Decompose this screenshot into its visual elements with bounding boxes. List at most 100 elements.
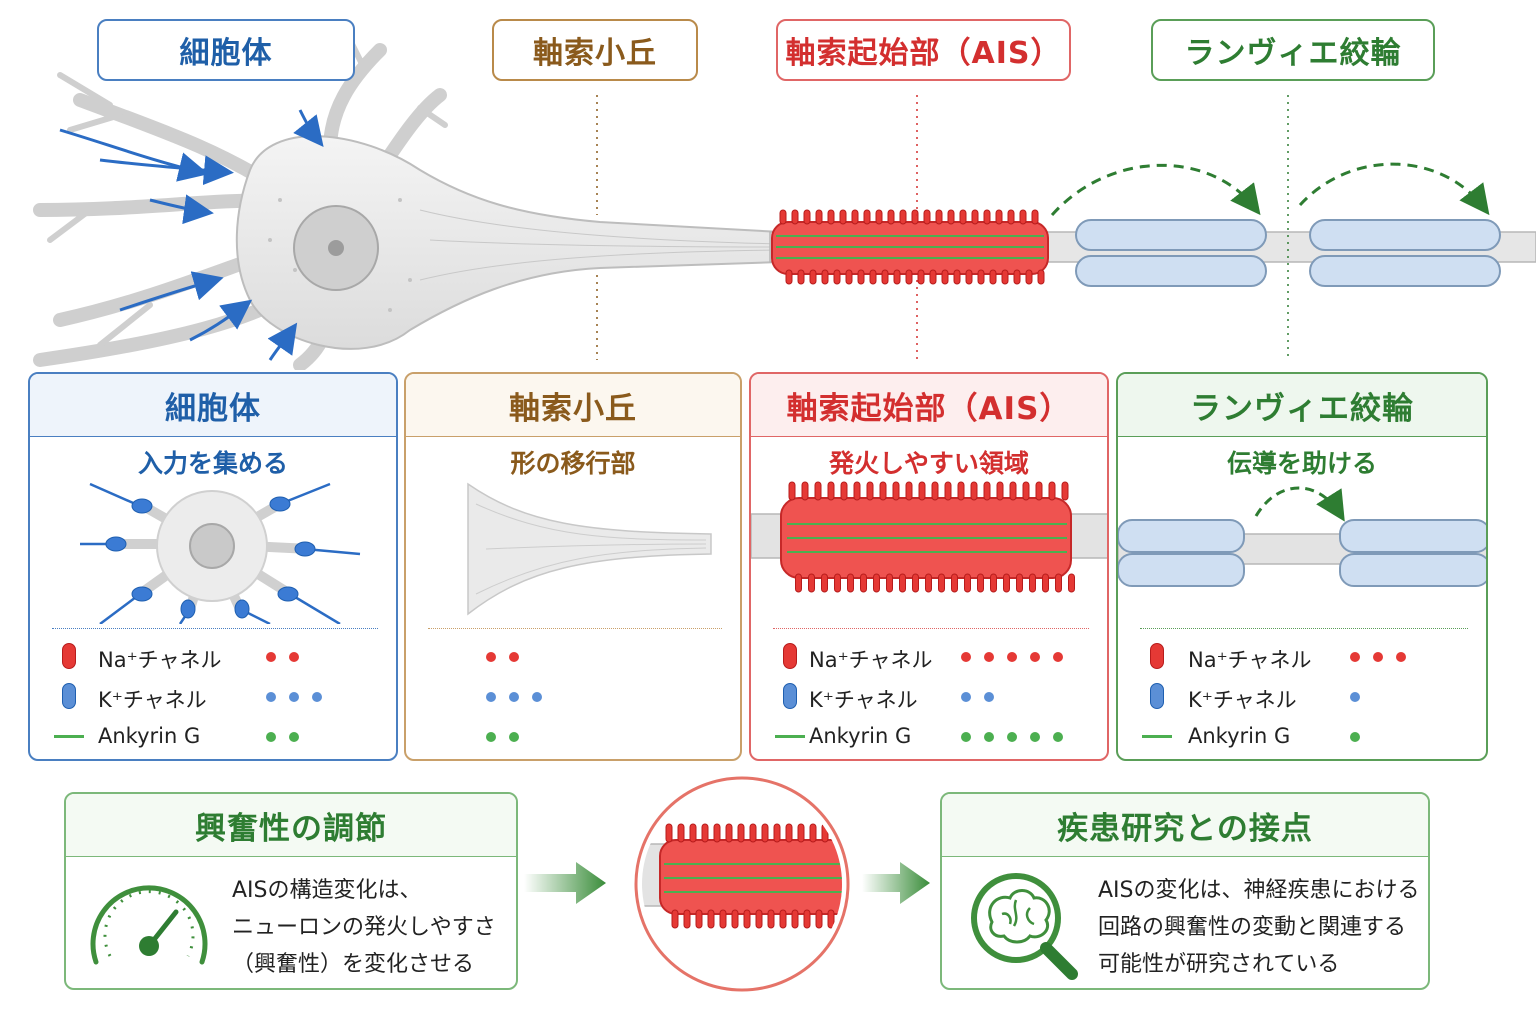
na-channel-mark xyxy=(852,910,858,928)
na-channel-mark xyxy=(879,481,887,501)
na-channel-mark xyxy=(983,481,991,501)
na-channel-mark xyxy=(737,823,745,843)
density-dot xyxy=(289,652,299,662)
na-channel-mark xyxy=(1055,573,1062,593)
na-channel-mark xyxy=(938,573,945,593)
na-channel-mark xyxy=(905,269,913,285)
na-channel-mark xyxy=(970,481,978,501)
na-channel-mark xyxy=(845,269,853,285)
label-axon-hillock: 軸索小丘 xyxy=(492,19,698,81)
density-dot xyxy=(1030,732,1040,742)
legend-label: Na⁺チャネル xyxy=(809,648,933,672)
na-channel-mark xyxy=(803,909,811,929)
body-line: AISの変化は、神経疾患における xyxy=(1098,878,1420,903)
na-channel-mark xyxy=(886,573,893,593)
legend-k: K⁺チャネル xyxy=(1118,682,1486,712)
na-channel-mark xyxy=(809,269,817,285)
na-channel-mark xyxy=(899,209,907,225)
legend-label: Na⁺チャネル xyxy=(98,648,222,672)
ankyrin-line-icon xyxy=(54,735,84,738)
na-channel-mark xyxy=(860,573,867,593)
legend-label: Ankyrin G xyxy=(98,724,201,748)
na-channel-mark xyxy=(953,269,961,285)
na-channel-mark xyxy=(996,481,1004,501)
na-channel-mark xyxy=(893,269,901,285)
neuron-illustration xyxy=(33,37,1536,370)
label-ais: 軸索起始部（AIS） xyxy=(776,19,1071,81)
gauge-icon xyxy=(90,885,208,965)
na-channel-mark xyxy=(881,269,889,285)
na-channel-mark xyxy=(677,823,685,843)
density-dot xyxy=(289,692,299,702)
legend-ankyrin: Ankyrin G xyxy=(751,722,1107,752)
legend-ankyrin: Ankyrin G xyxy=(1118,722,1486,752)
na-channel-mark xyxy=(947,209,955,225)
density-dot xyxy=(1053,732,1063,742)
na-channel-mark xyxy=(785,269,793,285)
na-channel-mark xyxy=(1019,209,1027,225)
na-channel-mark xyxy=(977,269,985,285)
na-channel-mark xyxy=(1035,481,1043,501)
body-line: （興奮性）を変化させる xyxy=(232,952,475,977)
na-channel-mark xyxy=(827,909,835,929)
na-channel-mark xyxy=(847,573,854,593)
body-line: 回路の興奮性の変動と関連する xyxy=(1098,915,1407,940)
label-soma: 細胞体 xyxy=(97,19,355,81)
na-channel-mark xyxy=(719,909,727,929)
density-dot xyxy=(509,692,519,702)
na-channel-mark xyxy=(827,481,835,501)
na-channel-mark xyxy=(833,269,841,285)
na-channel-mark xyxy=(887,209,895,225)
panel-title: 軸索小丘 xyxy=(406,374,740,437)
arrow-right-icon xyxy=(862,862,930,904)
na-channel-mark xyxy=(951,573,958,593)
density-dot xyxy=(509,732,519,742)
na-channel-mark xyxy=(941,269,949,285)
na-channel-mark xyxy=(851,209,859,225)
na-channel-mark xyxy=(821,269,829,285)
na-channel-mark xyxy=(809,823,817,843)
na-channel-mark xyxy=(1001,269,1009,285)
ankyrin-line-icon xyxy=(1142,735,1172,738)
na-channel-mark xyxy=(795,573,802,593)
legend-label: Ankyrin G xyxy=(1188,724,1291,748)
na-channel-mark xyxy=(935,209,943,225)
density-dot xyxy=(1396,652,1406,662)
na-channel-mark xyxy=(1042,573,1049,593)
na-channel-mark xyxy=(905,481,913,501)
na-channel-mark xyxy=(1061,481,1069,501)
na-channel-mark xyxy=(797,269,805,285)
k-channel-icon xyxy=(783,683,797,709)
na-channel-mark xyxy=(791,909,799,929)
na-channel-mark xyxy=(827,209,835,225)
na-channel-mark xyxy=(1022,481,1030,501)
legend-k: K⁺チャネル xyxy=(751,682,1107,712)
legend-ankyrin: Ankyrin G xyxy=(30,722,396,752)
na-channel-mark xyxy=(866,481,874,501)
na-channel-mark xyxy=(683,909,691,929)
legend-na: Na⁺チャネル xyxy=(1118,642,1486,672)
box-title: 興奮性の調節 xyxy=(66,794,516,857)
panel-ais: 軸索起始部（AIS） 発火しやすい領域 Na⁺チャネル K⁺チャネル Ankyr… xyxy=(749,372,1109,761)
na-channel-mark xyxy=(1048,481,1056,501)
panel-subtitle: 形の移行部 xyxy=(510,449,636,478)
na-channel-mark xyxy=(995,209,1003,225)
panel-axon-hillock: 軸索小丘 形の移行部 xyxy=(404,372,742,761)
panel-subtitle: 伝導を助ける xyxy=(1226,449,1377,478)
density-dot xyxy=(312,692,322,702)
legend-label: K⁺チャネル xyxy=(1188,688,1297,712)
nucleolus xyxy=(328,240,344,256)
na-channel-mark xyxy=(713,823,721,843)
na-channel-mark xyxy=(971,209,979,225)
brain-magnifier-icon xyxy=(971,873,1078,980)
na-channel-mark xyxy=(689,823,697,843)
density-dot xyxy=(532,692,542,702)
density-dot xyxy=(266,652,276,662)
na-channel-mark xyxy=(803,209,811,225)
density-dot xyxy=(984,692,994,702)
na-channel-mark xyxy=(821,573,828,593)
na-channel-mark xyxy=(918,481,926,501)
density-dot xyxy=(486,692,496,702)
body-line: 可能性が研究されている xyxy=(1098,952,1340,977)
density-dot xyxy=(1350,692,1360,702)
